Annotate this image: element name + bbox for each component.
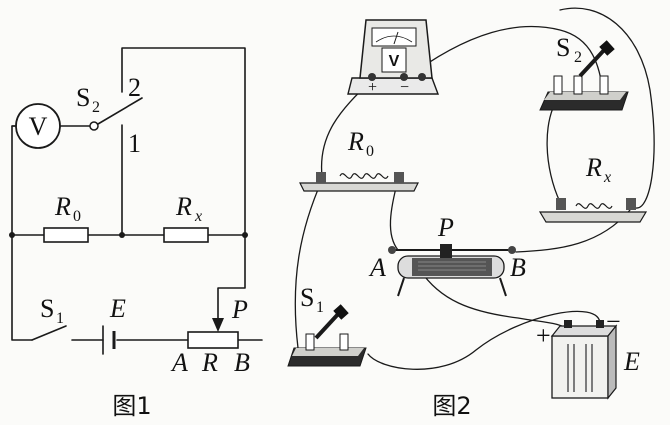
s2-blade <box>97 97 143 125</box>
s1-switch <box>287 304 367 367</box>
r0-label-2: R <box>347 127 364 156</box>
s2-label: S <box>76 83 90 112</box>
meter-minus: − <box>400 79 409 96</box>
b-label: B <box>234 348 250 377</box>
s1-label-2: S <box>300 283 314 312</box>
wire-meter-to-s2 <box>403 25 605 97</box>
wire-battery-to-s1 <box>367 310 601 370</box>
battery-device <box>550 320 618 400</box>
p-label: P <box>231 295 248 324</box>
wire-right-to-p <box>217 234 246 327</box>
meter-v-label: V <box>389 53 400 70</box>
figure2-apparatus: V + − R 0 S 2 R <box>287 7 655 420</box>
wire-terminal-2 <box>121 47 246 233</box>
rx-label-2: R <box>585 153 602 182</box>
rheostat-body <box>187 331 239 349</box>
a-label-2: A <box>368 253 386 282</box>
battery-minus: − <box>606 307 621 336</box>
r0-resistor <box>43 227 89 243</box>
voltmeter-device <box>347 19 440 95</box>
b-label-2: B <box>510 253 526 282</box>
wire-rheostat-to-battery <box>419 269 567 329</box>
figure1-caption: 图1 <box>112 392 151 420</box>
e-label-2: E <box>623 347 640 376</box>
r0-board <box>299 172 419 192</box>
rx-label: R <box>175 192 192 221</box>
s1-sub: 1 <box>56 310 64 327</box>
e-label: E <box>109 294 126 323</box>
pos2-label: 2 <box>128 73 141 102</box>
meter-plus: + <box>368 79 377 96</box>
r0-sub: 0 <box>73 208 81 225</box>
s2-sub: 2 <box>92 99 100 116</box>
rheostat-device <box>388 244 516 297</box>
r0-label: R <box>54 192 71 221</box>
wire-r0-to-s1 <box>294 179 323 349</box>
s1-sub-2: 1 <box>316 299 324 316</box>
a-label: A <box>170 348 188 377</box>
rx-sub-2: x <box>603 169 611 186</box>
s1-label: S <box>40 294 54 323</box>
node-middle <box>119 232 125 238</box>
wire-left-down <box>11 125 33 341</box>
r-label: R <box>201 348 218 377</box>
wire-s2-loop <box>559 7 655 209</box>
p-label-2: P <box>437 213 454 242</box>
slider-arrow <box>212 318 224 332</box>
s2-label-2: S <box>556 33 570 62</box>
voltmeter-letter: V <box>29 112 48 141</box>
rx-board <box>538 198 648 223</box>
figure1-schematic: V S 2 2 1 R 0 R x <box>9 47 263 420</box>
s2-switch <box>539 40 629 111</box>
s2-pivot <box>89 121 99 131</box>
rx-resistor <box>163 227 209 243</box>
battery-plus: + <box>536 321 551 350</box>
figure2-caption: 图2 <box>432 392 471 420</box>
pos1-label: 1 <box>128 129 141 158</box>
node-left <box>9 232 15 238</box>
r0-sub-2: 0 <box>366 143 374 160</box>
s1-blade <box>31 325 67 341</box>
rx-sub: x <box>194 208 202 225</box>
s2-sub-2: 2 <box>574 49 582 66</box>
